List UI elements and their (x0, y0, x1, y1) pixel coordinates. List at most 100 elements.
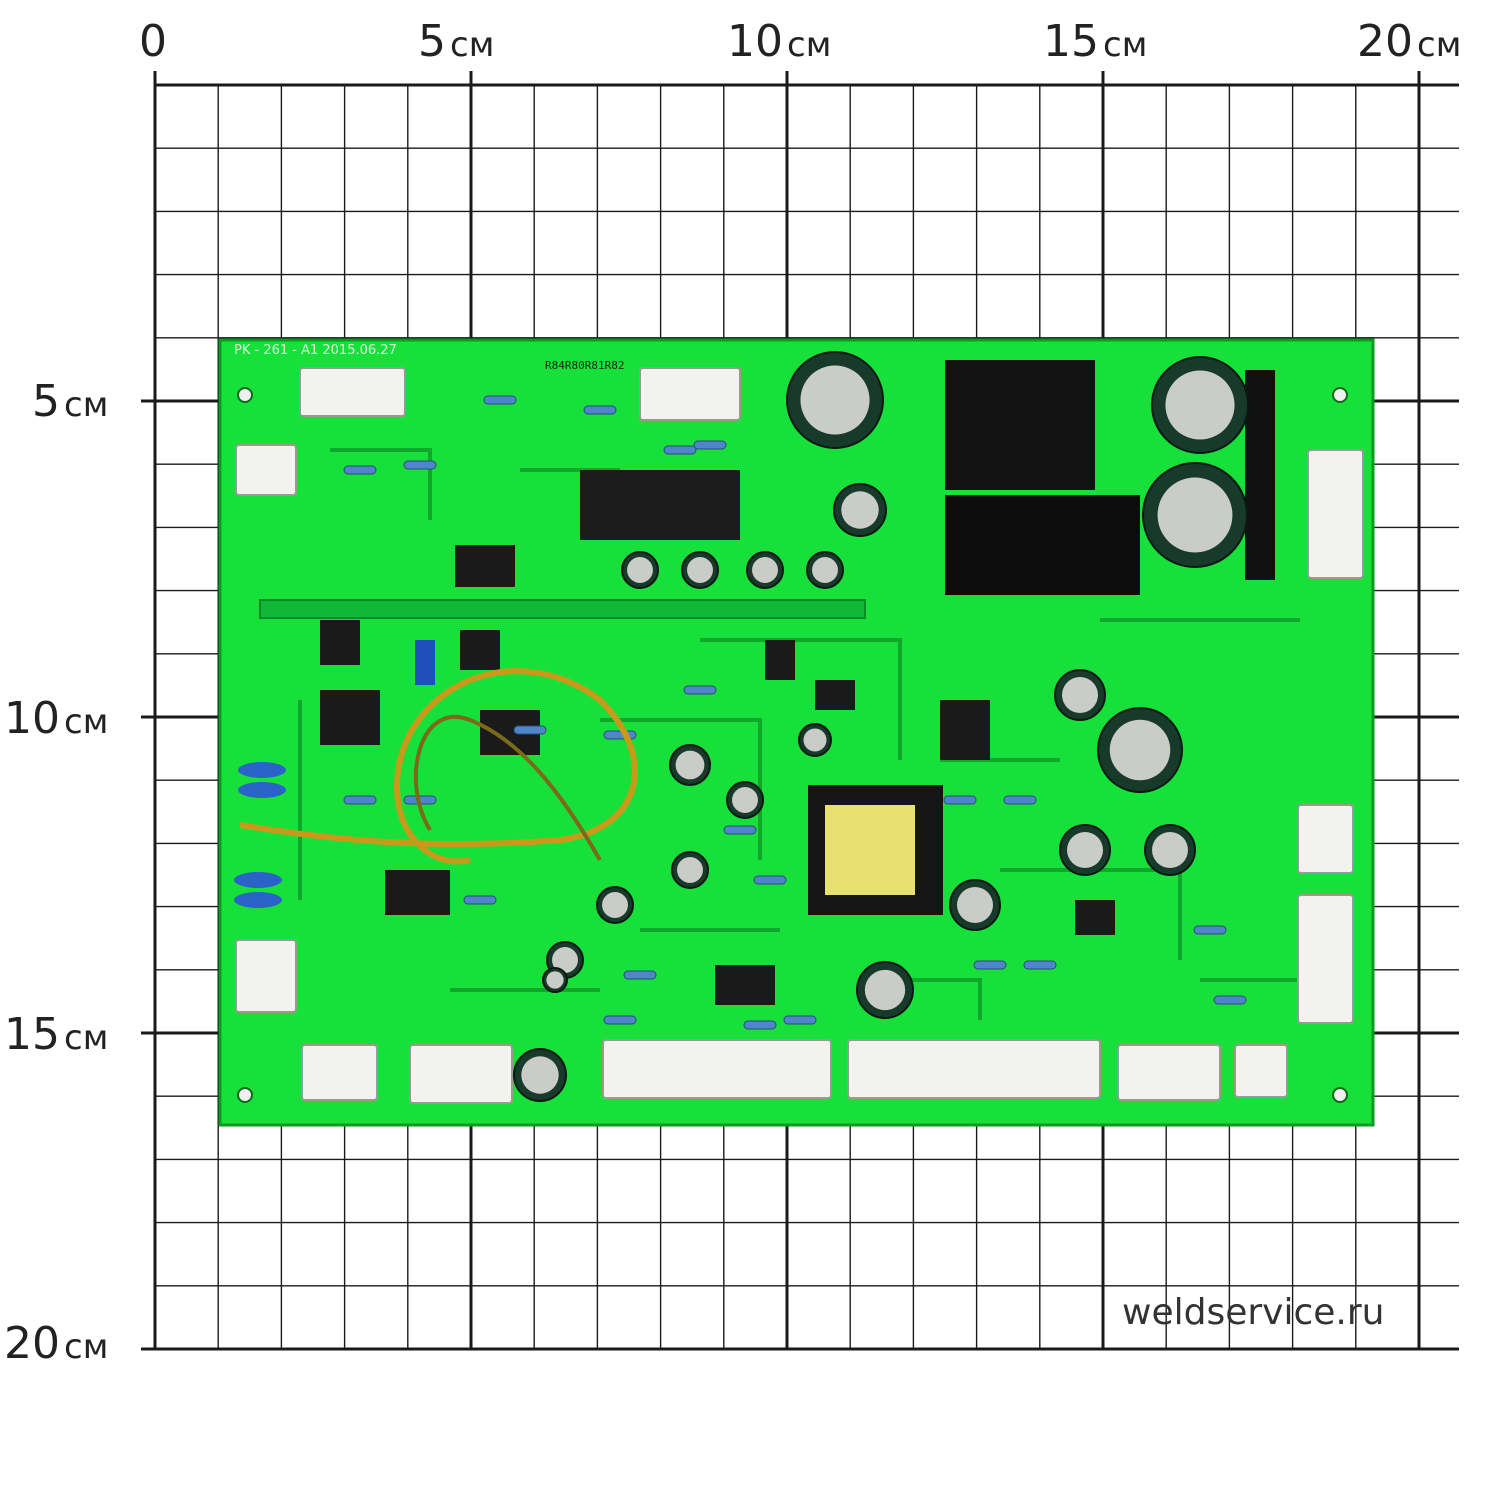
capacitor-top (732, 787, 758, 813)
integrated-circuit (455, 545, 515, 587)
connector (1117, 1044, 1221, 1101)
resistor (783, 1015, 817, 1025)
resistor (403, 460, 437, 470)
capacitor-top (841, 491, 879, 529)
ruler-top-0: 0 (139, 16, 167, 67)
ceramic-capacitor (238, 762, 286, 778)
connector (409, 1044, 513, 1104)
resistor (663, 445, 697, 455)
ground-wire (239, 668, 638, 865)
heatsink (945, 360, 1095, 490)
resistor (723, 825, 757, 835)
resistor (943, 795, 977, 805)
connector (602, 1039, 832, 1099)
capacitor-top (521, 1056, 559, 1094)
capacitor-top (812, 557, 838, 583)
capacitor-top (627, 557, 653, 583)
integrated-circuit (385, 870, 450, 915)
board-silkscreen-label: PK - 261 - A1 2015.06.27 (234, 343, 397, 358)
pcb-edge (218, 338, 1375, 1127)
heatsink (945, 495, 1140, 595)
resistor (483, 395, 517, 405)
trimmer-potentiometer (415, 640, 435, 685)
resistor (1003, 795, 1037, 805)
capacitor-top (1067, 832, 1103, 868)
integrated-circuit (320, 620, 360, 665)
capacitor-top (1165, 370, 1235, 440)
riser-board (259, 599, 866, 619)
resistor (973, 960, 1007, 970)
capacitor-top (1062, 677, 1098, 713)
connector (847, 1039, 1101, 1099)
capacitor-top (552, 947, 578, 973)
pcb-substrate (220, 340, 1373, 1125)
capacitor-top (546, 971, 564, 989)
ceramic-capacitor (234, 872, 282, 888)
ceramic-capacitor (234, 892, 282, 908)
capacitor-top (803, 728, 827, 752)
integrated-circuit (1075, 900, 1115, 935)
watermark: weldservice.ru (1122, 1292, 1385, 1333)
connector (1307, 449, 1364, 579)
resistor (343, 465, 377, 475)
capacitor-top (675, 750, 705, 780)
resistor (583, 405, 617, 415)
connector (301, 1044, 378, 1101)
resistor (343, 795, 377, 805)
resistor (1193, 925, 1227, 935)
ground-wire-inner (414, 715, 602, 861)
resistor (1023, 960, 1057, 970)
mounting-hole (1332, 1087, 1348, 1103)
integrated-circuit (715, 965, 775, 1005)
capacitor-top (687, 557, 713, 583)
resistor (603, 1015, 637, 1025)
resistor (753, 875, 787, 885)
connector (299, 367, 406, 417)
resistor (463, 895, 497, 905)
resistor (1213, 995, 1247, 1005)
resistor (623, 970, 657, 980)
capacitor-top (602, 892, 628, 918)
copper-trace (330, 448, 432, 520)
capacitor-top (752, 557, 778, 583)
connector (235, 444, 297, 496)
mounting-hole (1332, 387, 1348, 403)
capacitor-top (864, 969, 906, 1011)
connector (1297, 804, 1354, 874)
integrated-circuit (320, 690, 380, 745)
ceramic-capacitor (238, 782, 286, 798)
mounting-hole (237, 387, 253, 403)
capacitor-top (1109, 719, 1171, 781)
capacitor-top (800, 365, 870, 435)
copper-trace (600, 718, 762, 860)
resistor-silkscreen-label: R84R80R81R82 (545, 359, 625, 372)
connector (1234, 1044, 1288, 1098)
capacitor-top (1157, 477, 1233, 553)
integrated-circuit (940, 700, 990, 760)
connector (1297, 894, 1354, 1024)
resistor (513, 725, 547, 735)
capacitor-top (677, 857, 703, 883)
transformer-winding (825, 805, 915, 895)
connector (639, 367, 741, 421)
resistor (683, 685, 717, 695)
transistor-row (580, 470, 740, 540)
mounting-hole (237, 1087, 253, 1103)
capacitor-top (1152, 832, 1188, 868)
resistor (603, 730, 637, 740)
capacitor-top (957, 887, 993, 923)
connector (235, 939, 297, 1013)
resistor (693, 440, 727, 450)
resistor (743, 1020, 777, 1030)
integrated-circuit (765, 640, 795, 680)
